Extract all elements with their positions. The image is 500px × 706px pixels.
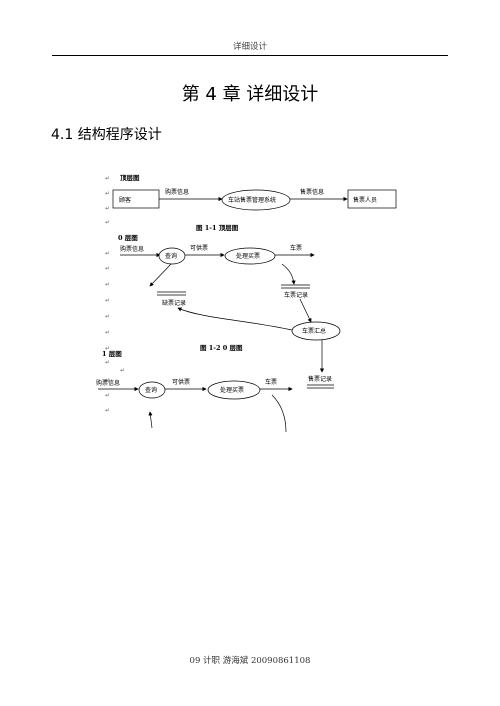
process-purchase bbox=[224, 247, 276, 265]
summary-process bbox=[291, 321, 341, 341]
summary-label: 车票汇总 bbox=[302, 327, 326, 335]
return-mark: ↵ bbox=[105, 219, 110, 226]
return-mark: ↵ bbox=[120, 367, 125, 374]
data-flow-diagrams: ↵ ↵ ↵ ↵ ↵ ↵ ↵ ↵ ↵ ↵ ↵ ↵ ↵ ↵ ↵ ↵ 顶层图 顾客 购… bbox=[96, 173, 397, 433]
top-level-diagram: 顶层图 顾客 购票信息 车站售票管理系统 售票信息 售票人员 图 1-1 顶层图 bbox=[112, 173, 397, 232]
header-rule bbox=[52, 55, 448, 56]
return-mark: ↵ bbox=[105, 377, 110, 384]
process-purchase bbox=[207, 380, 261, 400]
flow-label-sales-info: 售票信息 bbox=[300, 188, 324, 196]
sales-record-label: 售票记录 bbox=[308, 375, 332, 383]
return-mark: ↵ bbox=[105, 205, 110, 212]
chapter-title: 第 4 章 详细设计 bbox=[181, 84, 319, 105]
flow-summary-to-shortage bbox=[177, 307, 293, 331]
flow-continued bbox=[271, 394, 287, 433]
query-label: 查询 bbox=[165, 252, 177, 260]
flow-label-purchase-info: 购票信息 bbox=[165, 188, 189, 196]
level-1-diagram: 1 层图 售票记录 购票信息 查询 可供票 处理买票 车票 bbox=[96, 349, 334, 433]
flow-label-ticket: 车票 bbox=[265, 378, 277, 386]
return-mark: ↵ bbox=[105, 313, 110, 320]
return-mark: ↵ bbox=[105, 190, 110, 197]
heading-top-level: 顶层图 bbox=[120, 173, 140, 182]
flow-to-summary bbox=[299, 298, 312, 323]
return-mark: ↵ bbox=[105, 281, 110, 288]
ticket-record-label: 车票记录 bbox=[284, 291, 308, 299]
query-process bbox=[138, 381, 166, 399]
page-header: 详细设计 bbox=[232, 42, 267, 52]
process-purchase-label: 处理买票 bbox=[236, 252, 260, 260]
system-process bbox=[221, 189, 291, 211]
return-mark: ↵ bbox=[105, 250, 110, 257]
flow-label-available: 可供票 bbox=[190, 244, 208, 252]
level-0-diagram: 0 层图 购票信息 查询 可供票 处理买票 车票 车票记录 缺票记录 车票汇总 … bbox=[118, 233, 341, 373]
heading-level-1: 1 层图 bbox=[102, 349, 122, 358]
shortage-record-label: 缺票记录 bbox=[162, 299, 186, 307]
return-mark: ↵ bbox=[105, 297, 110, 304]
page-footer: 09 计职 游海斌 20090861108 bbox=[189, 656, 311, 666]
heading-level-0: 0 层图 bbox=[118, 233, 138, 242]
flow-label-available: 可供票 bbox=[172, 378, 190, 386]
query-label: 查询 bbox=[145, 386, 157, 394]
flow-to-shortage-record bbox=[149, 263, 172, 287]
process-purchase-label: 处理买票 bbox=[220, 386, 244, 394]
return-mark: ↵ bbox=[105, 392, 110, 399]
customer-label: 顾客 bbox=[119, 196, 131, 204]
flow-label-purchase-info: 购票信息 bbox=[120, 245, 144, 253]
return-mark: ↵ bbox=[105, 265, 110, 272]
return-mark: ↵ bbox=[105, 407, 110, 414]
seller-entity bbox=[347, 189, 397, 209]
system-label: 车站售票管理系统 bbox=[228, 196, 276, 204]
caption-figure-1-1: 图 1-1 顶层图 bbox=[196, 223, 239, 232]
flow-into-query bbox=[148, 411, 153, 429]
return-mark: ↵ bbox=[105, 359, 110, 366]
flow-label-purchase-info: 购票信息 bbox=[96, 379, 120, 387]
return-mark: ↵ bbox=[105, 329, 110, 336]
caption-figure-1-2: 图 1-2 0 层图 bbox=[200, 343, 243, 352]
return-marks: ↵ ↵ ↵ ↵ ↵ ↵ ↵ ↵ ↵ ↵ ↵ ↵ ↵ ↵ ↵ ↵ bbox=[105, 175, 125, 414]
flow-label-ticket: 车票 bbox=[290, 244, 302, 252]
seller-label: 售票人员 bbox=[353, 196, 377, 204]
query-process bbox=[158, 247, 186, 265]
return-mark: ↵ bbox=[105, 175, 110, 182]
return-mark: ↵ bbox=[105, 345, 110, 352]
section-title: 4.1 结构程序设计 bbox=[51, 127, 162, 143]
flow-to-ticket-record bbox=[281, 263, 296, 285]
